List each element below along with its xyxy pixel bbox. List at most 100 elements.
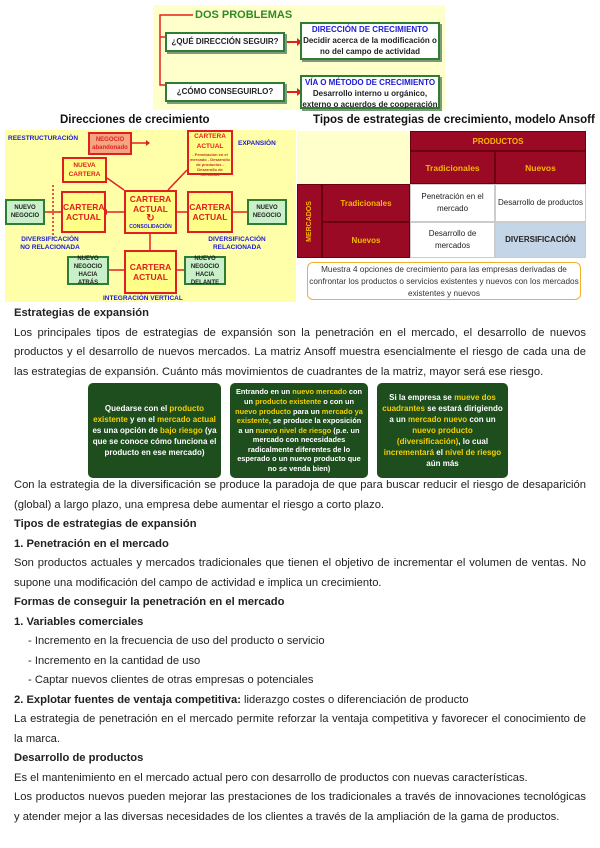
highlight-text: mercado actual bbox=[157, 415, 216, 424]
list-item: - Captar nuevos clientes de otras empres… bbox=[28, 674, 314, 686]
box-text: con un bbox=[243, 387, 363, 406]
question-how: ¿CÓMO CONSEGUIRLO? bbox=[165, 82, 285, 102]
box-text: para un bbox=[290, 406, 322, 416]
highlight-text: nuevo producto bbox=[235, 406, 291, 416]
box-text: , lo cual bbox=[458, 437, 489, 446]
answer-direction-text: Decidir acerca de la modificación o no d… bbox=[303, 36, 437, 56]
highlight-text: mercado ya existente bbox=[236, 406, 363, 426]
paragraph-refuerzo: La estrategia de penetración en el merca… bbox=[14, 713, 586, 745]
ansoff-mercados-header: MERCADOS bbox=[297, 184, 322, 258]
box-text: es una opción de bbox=[92, 426, 161, 435]
answer-direction-title: DIRECCIÓN DE CRECIMIENTO bbox=[311, 25, 429, 34]
ansoff-col-nuevos: Nuevos bbox=[495, 151, 586, 184]
risk-box-text: Entrando en un nuevo mercado con un prod… bbox=[234, 387, 364, 473]
label-div-no-relacionada: DIVERSIFICACIÓN NO RELACIONADA bbox=[20, 236, 80, 251]
heading-variables: 1. Variables comerciales bbox=[14, 615, 144, 628]
box-hacia-atras: NUEVO NEGOCIO HACIA ATRÁS bbox=[67, 256, 109, 286]
highlight-text: nuevo producto (diversificación) bbox=[396, 426, 473, 446]
highlight-text: nivel de riesgo bbox=[445, 448, 502, 457]
ansoff-row-nuevos: Nuevos bbox=[322, 222, 410, 258]
highlight-text: producto existente bbox=[255, 396, 322, 406]
paragraph-mantenimiento: Es el mantenimiento en el mercado actual… bbox=[14, 771, 528, 784]
list-item: - Incremento en la frecuencia de uso del… bbox=[28, 635, 325, 647]
heading-estrategias-expansion: Estrategias de expansión bbox=[14, 307, 149, 319]
box-text: con un bbox=[467, 415, 496, 424]
box-text: aún más bbox=[426, 459, 459, 468]
box-cartera-center: CARTERA ACTUAL↻CONSOLIDACIÓN bbox=[124, 190, 177, 234]
box-text: (p.e. un mercado con necesidades radical… bbox=[237, 425, 361, 474]
direcciones-arrows bbox=[45, 140, 247, 273]
risk-box-low: Quedarse con el producto existente y en … bbox=[88, 383, 221, 478]
ansoff-productos-header: PRODUCTOS bbox=[410, 131, 586, 151]
dos-problemas-connectors bbox=[159, 14, 302, 96]
dos-problemas-title: DOS PROBLEMAS bbox=[195, 9, 293, 21]
highlight-text: incrementará bbox=[383, 448, 435, 457]
cycle-icon: ↻ bbox=[146, 213, 155, 224]
risk-box-high: Si la empresa se mueve dos cuadrantes se… bbox=[377, 383, 508, 478]
consolidacion-label: CONSOLIDACIÓN bbox=[129, 224, 172, 230]
highlight-text: nuevo nivel de riesgo bbox=[255, 425, 332, 435]
heading-tipos-estrategias: Tipos de estrategias de expansión bbox=[14, 518, 197, 530]
box-nueva-cartera: NUEVA CARTERA bbox=[62, 157, 107, 183]
box-cartera-left: CARTERA ACTUAL bbox=[61, 191, 106, 233]
cartera-actual-label: CARTERA ACTUAL bbox=[194, 133, 226, 150]
label-reestructuracion: REESTRUCTURACIÓN bbox=[8, 135, 79, 142]
heading-formas: Formas de conseguir la penetración en el… bbox=[14, 596, 285, 608]
highlight-text: mueve dos cuadrantes bbox=[382, 393, 496, 413]
section-estrategias-expansion: Estrategias de expansión Los principales… bbox=[14, 304, 586, 382]
ansoff-title: Tipos de estrategias de crecimiento, mod… bbox=[313, 114, 595, 126]
label-expansion: EXPANSIÓN bbox=[238, 140, 276, 147]
ansoff-note: Muestra 4 opciones de crecimiento para l… bbox=[307, 262, 581, 300]
box-text: Si la empresa se bbox=[389, 393, 455, 402]
box-nuevo-negocio-left: NUEVO NEGOCIO bbox=[5, 199, 45, 225]
expansion-items: - Penetración en el mercado - Desarrollo… bbox=[189, 152, 230, 177]
cartera-center-label: CARTERA ACTUAL bbox=[129, 194, 172, 214]
ansoff-penetracion: Penetración en el mercado bbox=[410, 184, 495, 222]
risk-box-text: Quedarse con el producto existente y en … bbox=[92, 403, 217, 458]
answer-method: VÍA O MÉTODO DE CRECIMIENTO Desarrollo in… bbox=[300, 75, 440, 109]
answer-method-title: VÍA O MÉTODO DE CRECIMIENTO bbox=[304, 78, 436, 87]
direcciones-title: Direcciones de crecimiento bbox=[60, 114, 210, 126]
answer-method-text: Desarrollo interno u orgánico, externo o… bbox=[302, 89, 438, 109]
ventaja-text: liderazgo costes o diferenciación de pro… bbox=[240, 693, 469, 706]
box-negocio-abandonado: NEGOCIO abandonado bbox=[88, 132, 132, 155]
box-hacia-delante: NUEVO NEGOCIO HACIA DELANTE bbox=[184, 256, 226, 286]
answer-direction: DIRECCIÓN DE CRECIMIENTO Decidir acerca d… bbox=[300, 22, 440, 60]
ansoff-corner bbox=[297, 131, 410, 184]
risk-box-medium: Entrando en un nuevo mercado con un prod… bbox=[230, 383, 368, 478]
box-cartera-right: CARTERA ACTUAL bbox=[187, 191, 233, 233]
box-cartera-bottom: CARTERA ACTUAL bbox=[124, 250, 177, 294]
box-nuevo-negocio-right: NUEVO NEGOCIO bbox=[247, 199, 287, 225]
box-text: se estará dirigiendo a un bbox=[389, 404, 503, 424]
ventaja-heading: 2. Explotar fuentes de ventaja competiti… bbox=[14, 693, 241, 706]
highlight-text: producto existente bbox=[93, 404, 205, 424]
box-text: Quedarse con el bbox=[104, 404, 170, 413]
box-text: (ya que se conoce cómo funciona el produ… bbox=[92, 426, 217, 457]
highlight-text: mercado nuevo bbox=[408, 415, 468, 424]
box-cartera-expansion: CARTERA ACTUAL - Penetración en el mercad… bbox=[187, 130, 233, 177]
section-tipos-estrategias: Con la estrategia de la diversificación … bbox=[14, 476, 586, 827]
ansoff-col-tradicionales: Tradicionales bbox=[410, 151, 495, 184]
ansoff-desarrollo-productos: Desarrollo de productos bbox=[495, 184, 586, 222]
paragraph-expansion: Los principales tipos de estrategias de … bbox=[14, 326, 586, 378]
ansoff-desarrollo-mercados: Desarrollo de mercados bbox=[410, 222, 495, 258]
ansoff-row-tradicionales: Tradicionales bbox=[322, 184, 410, 222]
ansoff-diversificacion: DIVERSIFICACIÓN bbox=[495, 222, 586, 258]
highlight-text: bajo riesgo bbox=[160, 426, 203, 435]
heading-penetracion: 1. Penetración en el mercado bbox=[14, 537, 169, 550]
list-item: - Incremento en la cantidad de uso bbox=[28, 654, 201, 667]
label-div-relacionada: DIVERSIFICACIÓN RELACIONADA bbox=[208, 236, 266, 251]
risk-box-text: Si la empresa se mueve dos cuadrantes se… bbox=[381, 392, 504, 469]
question-direction: ¿QUÉ DIRECCIÓN SEGUIR? bbox=[165, 32, 285, 52]
paragraph-penetracion: Son productos actuales y mercados tradic… bbox=[14, 557, 586, 589]
box-text: , se produce la exposición a un bbox=[238, 416, 362, 435]
box-text: o con un bbox=[321, 396, 355, 406]
paragraph-productos-nuevos: Los productos nuevos pueden mejorar las … bbox=[14, 791, 586, 823]
ansoff-mercados-label: MERCADOS bbox=[306, 200, 313, 242]
paragraph-ventaja: 2. Explotar fuentes de ventaja competiti… bbox=[14, 691, 586, 711]
box-text: el bbox=[434, 448, 446, 457]
paragraph-paradoja: Con la estrategia de la diversificación … bbox=[14, 479, 586, 511]
highlight-text: nuevo mercado bbox=[292, 387, 347, 397]
label-integracion-vertical: INTEGRACIÓN VERTICAL bbox=[103, 295, 183, 302]
box-text: y en el bbox=[127, 415, 158, 424]
